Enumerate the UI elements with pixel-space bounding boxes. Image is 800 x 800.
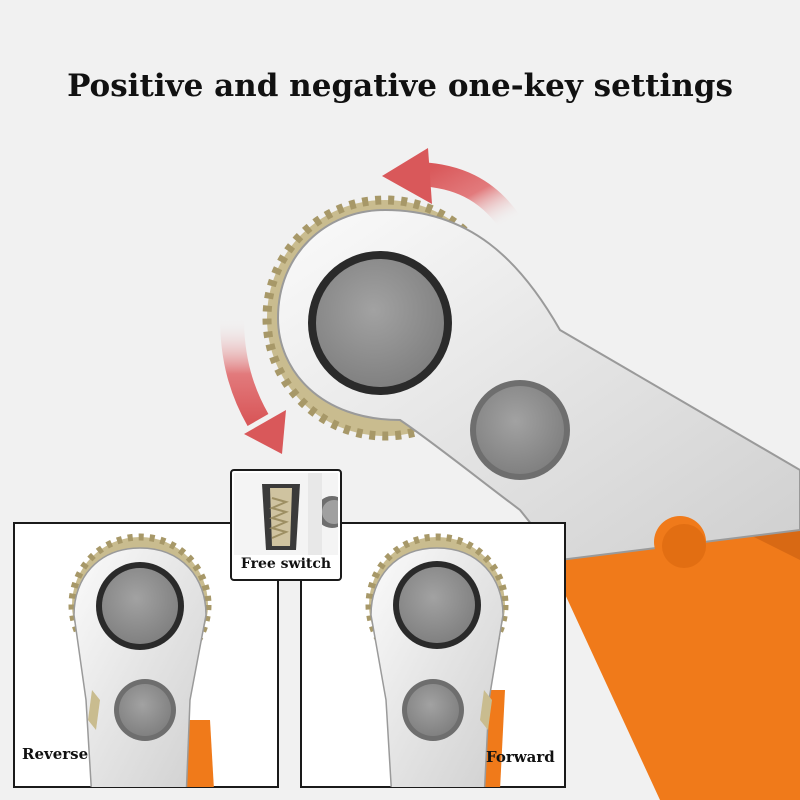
rotation-arrows	[220, 148, 520, 454]
forward-cap	[399, 567, 475, 643]
free-switch-button	[322, 500, 338, 524]
arrow-head-bottom	[244, 410, 286, 454]
counterclockwise-arrow-icon	[419, 162, 520, 230]
free-switch-panel	[230, 469, 342, 581]
arrow-head-top	[382, 148, 432, 204]
ratchet-cap	[316, 259, 444, 387]
forward-pawl	[480, 690, 492, 730]
reverse-switch	[119, 684, 171, 736]
headline: Positive and negative one-key settings	[67, 68, 733, 104]
reverse-pawl	[88, 690, 100, 730]
clockwise-arrow-icon	[220, 317, 269, 426]
forward-panel	[300, 522, 566, 788]
orange-rivet-shadow	[662, 524, 706, 568]
free-switch-pawl-teeth	[269, 497, 289, 539]
main-wrench	[262, 195, 800, 800]
reverse-cap	[102, 568, 178, 644]
forward-switch	[407, 684, 459, 736]
reverse-label: Reverse	[22, 745, 89, 763]
forward-label: Forward	[486, 748, 555, 766]
free-switch-label: Free switch	[240, 556, 332, 572]
switch-button	[476, 386, 564, 474]
